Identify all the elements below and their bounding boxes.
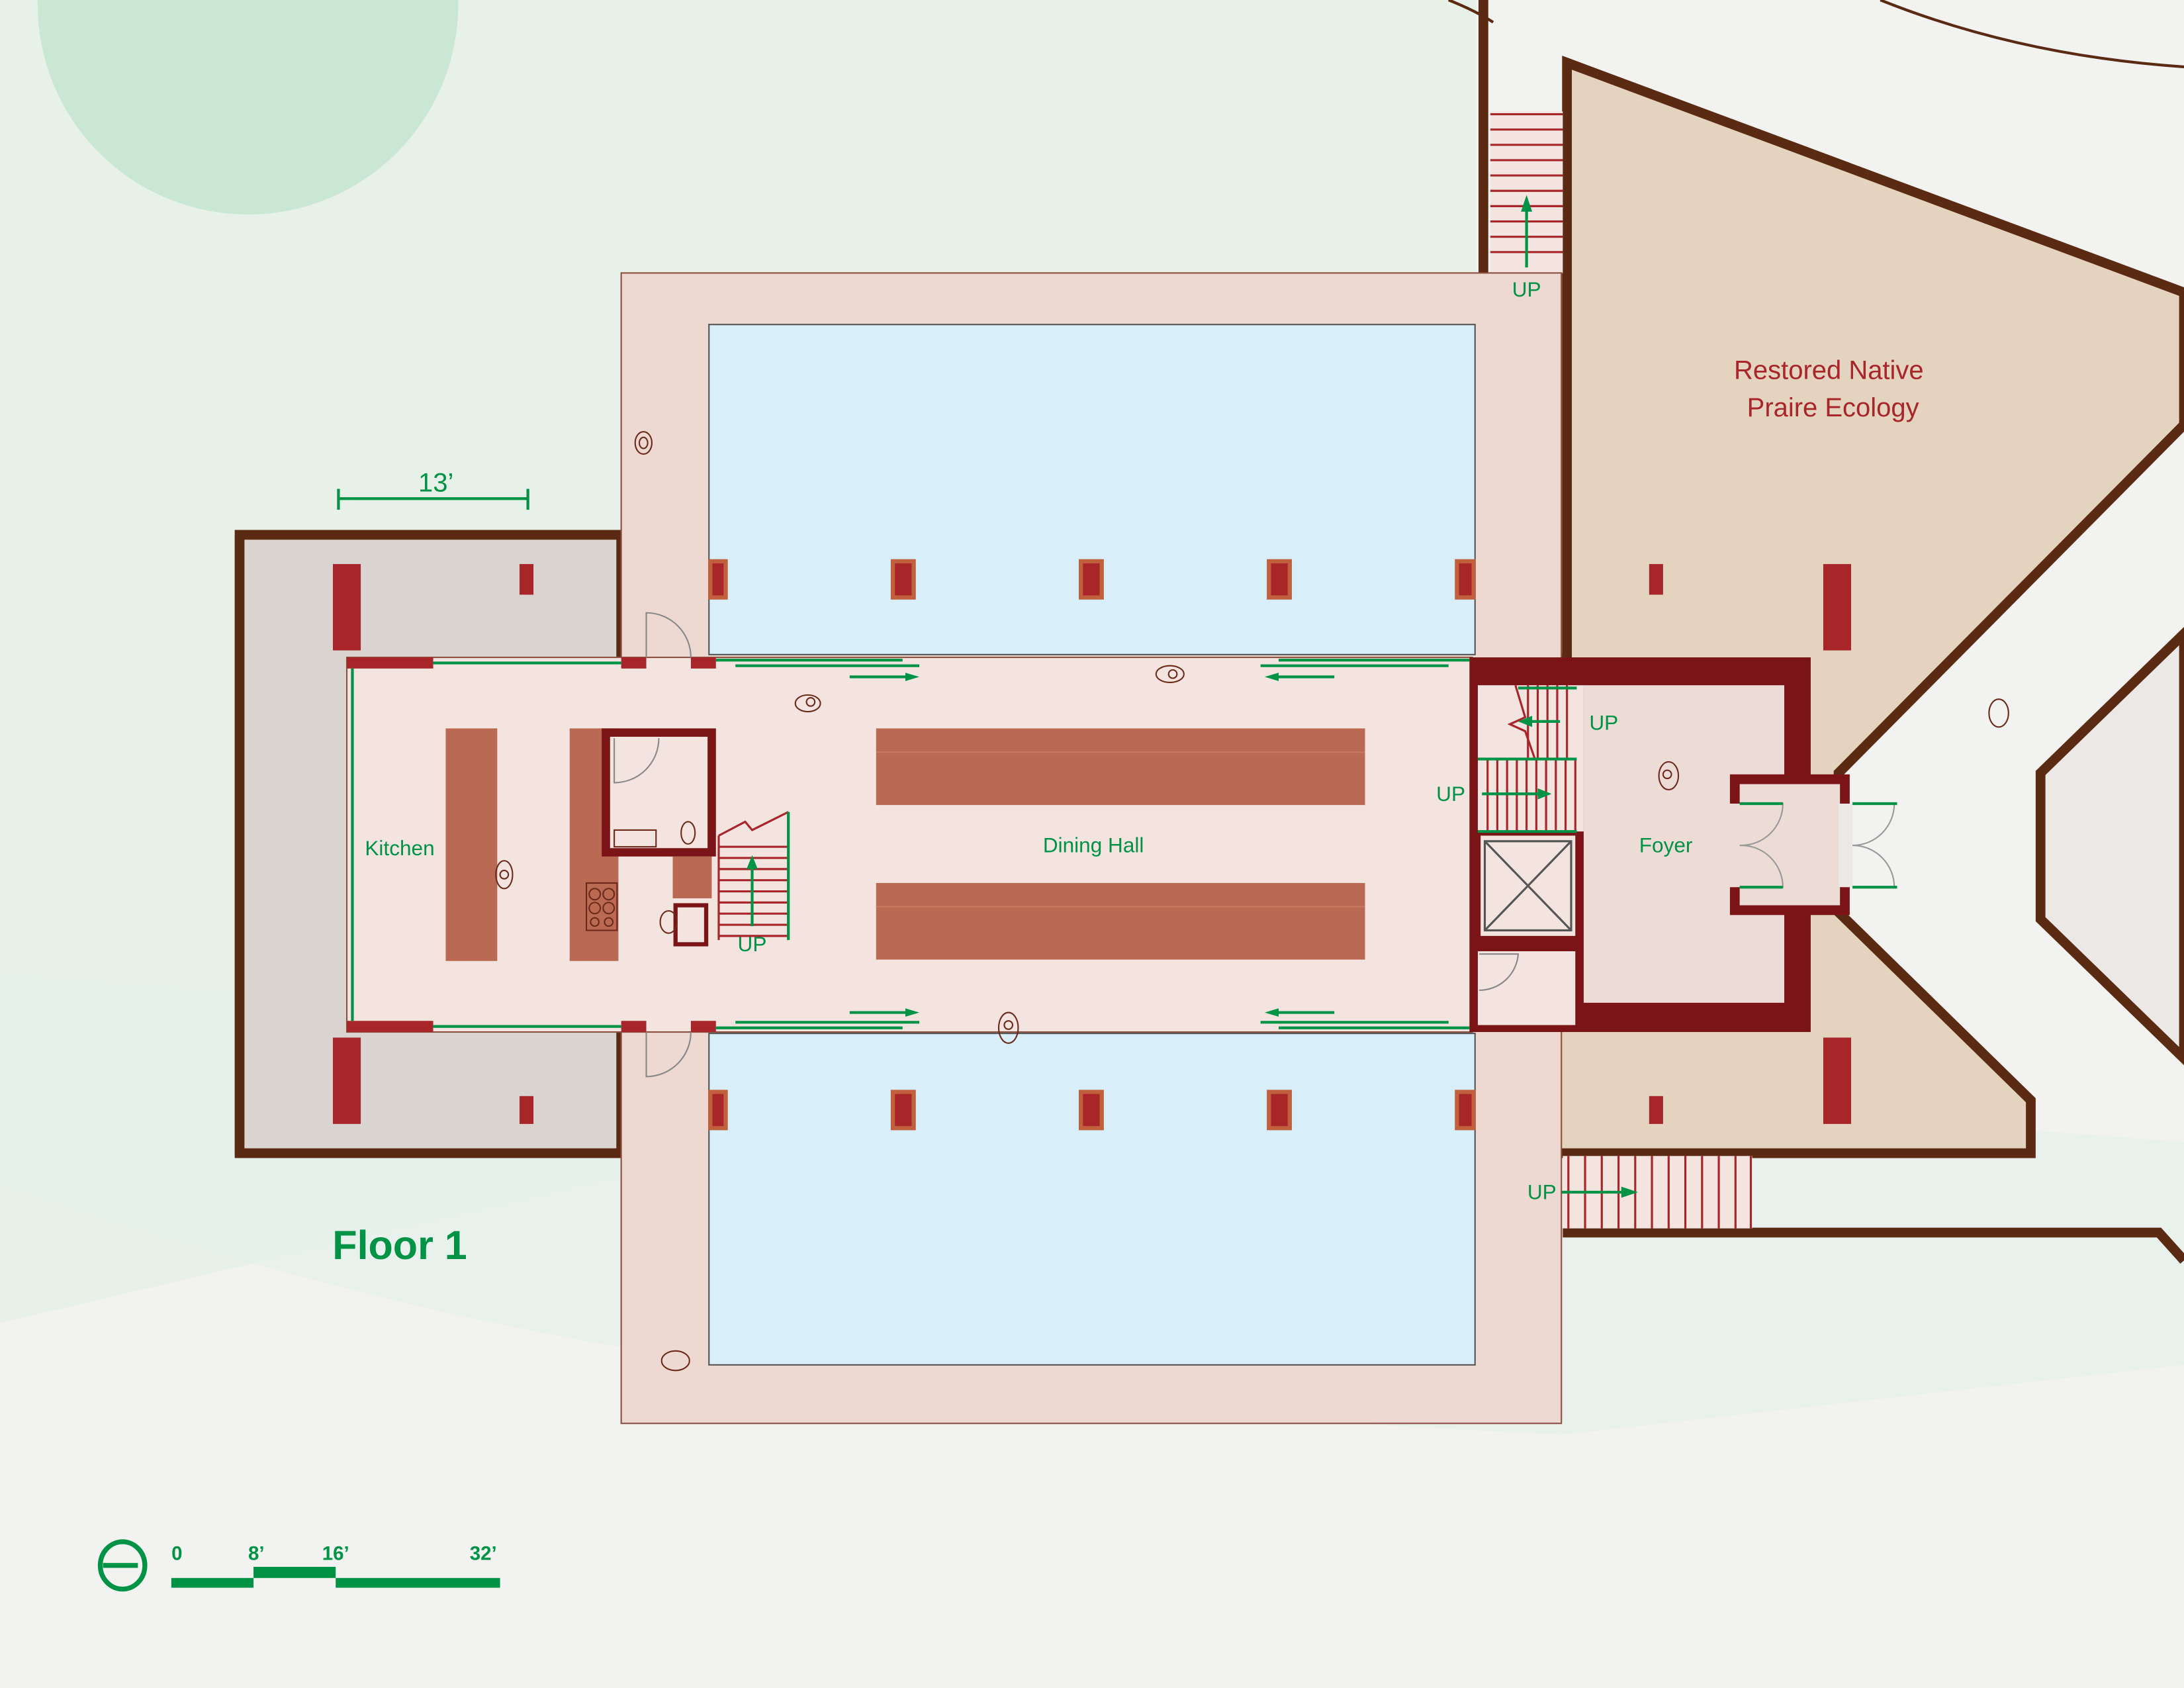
north-exterior-stair[interactable]	[1490, 111, 1563, 273]
kitchen-island	[445, 728, 498, 961]
person-icon	[660, 1350, 690, 1372]
person-icon	[495, 860, 514, 890]
counter	[672, 856, 712, 899]
door-storage[interactable]	[1479, 953, 1520, 991]
path-curve	[1447, 0, 1494, 24]
person-icon	[1988, 698, 2009, 728]
restroom	[602, 728, 716, 857]
boundary-wall	[1563, 1227, 2184, 1264]
tree-canopy	[37, 0, 459, 214]
stair-label: UP	[1589, 710, 1618, 734]
door-north[interactable]	[645, 612, 692, 658]
landscape-label: Restored Native	[1734, 355, 1924, 385]
person-icon	[659, 910, 678, 934]
arrowhead-icon	[1621, 1186, 1638, 1198]
stair-label: UP	[1512, 277, 1541, 301]
scale-tick: 32’	[470, 1542, 497, 1564]
person-icon	[634, 431, 653, 455]
dimension-line	[337, 489, 529, 510]
elevator-icon[interactable]	[1483, 840, 1572, 932]
stove-icon	[585, 882, 618, 931]
floor-title: Floor 1	[332, 1223, 467, 1268]
garden-bed	[2035, 627, 2184, 1066]
dining-hall	[345, 657, 1473, 1033]
scale-bar	[171, 1566, 500, 1588]
glazing	[351, 659, 1470, 1029]
person-icon	[997, 1011, 1019, 1044]
scale-tick: 8’	[248, 1542, 265, 1564]
dimension-label: 13’	[418, 469, 453, 498]
person-icon	[1658, 761, 1680, 790]
door-south[interactable]	[645, 1032, 692, 1078]
arrowhead-icon	[1521, 195, 1533, 212]
path-curve	[1880, 0, 2184, 69]
dining-table[interactable]	[876, 882, 1365, 960]
foyer-stair[interactable]	[1477, 684, 1577, 833]
sliding-arrows	[849, 673, 1335, 1017]
south-exterior-stair[interactable]	[1560, 1156, 1752, 1229]
scale-tick: 0	[171, 1542, 182, 1564]
stair-label: UP	[1527, 1180, 1557, 1204]
scale-tick: 16’	[322, 1542, 349, 1564]
room-label-kitchen: Kitchen	[365, 836, 434, 860]
sink-icon	[614, 829, 657, 848]
room-label-dining-hall: Dining Hall	[1043, 833, 1144, 857]
north-arrow-icon	[97, 1539, 148, 1592]
restroom-door[interactable]	[614, 738, 660, 784]
south-pool	[708, 1033, 1476, 1366]
stair-label: UP	[1436, 782, 1465, 806]
room-label-foyer: Foyer	[1639, 833, 1693, 857]
landscape-label: Praire Ecology	[1747, 393, 1919, 422]
toilet-icon	[680, 821, 696, 845]
columns	[332, 559, 1852, 1131]
kitchen-stair[interactable]	[717, 811, 790, 941]
dining-table[interactable]	[876, 728, 1365, 806]
person-icon	[794, 694, 821, 713]
person-icon	[1155, 665, 1185, 683]
stair-label: UP	[738, 932, 767, 956]
north-pool	[708, 324, 1476, 655]
entry-doors[interactable]	[1739, 802, 1897, 889]
fridge-icon	[673, 903, 709, 947]
hall-walls	[347, 657, 716, 1033]
